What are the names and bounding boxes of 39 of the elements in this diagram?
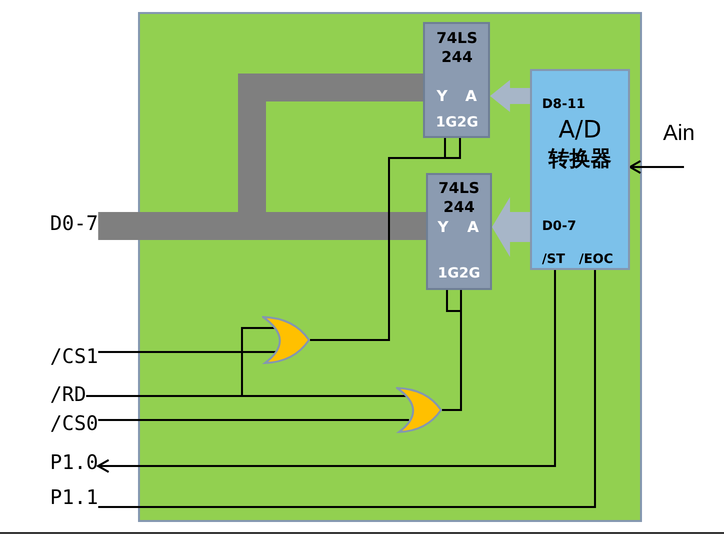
arrow <box>629 160 684 174</box>
signal-line <box>98 270 596 508</box>
buffer-chip <box>423 22 490 138</box>
signal-line <box>86 395 242 397</box>
data-bus <box>98 212 252 240</box>
chip-label: 74LS 244 <box>435 28 479 66</box>
pin-label: D0-7 <box>542 219 576 235</box>
signal-line <box>98 351 277 353</box>
pin-label: /ST <box>542 252 565 268</box>
arrow <box>97 270 556 473</box>
or-gate-symbol <box>262 316 310 364</box>
signal-label: Ain <box>663 120 695 146</box>
data-bus <box>252 212 426 240</box>
pin-label: A <box>465 87 477 105</box>
pin-label: 1G2G <box>438 266 480 282</box>
signal-line <box>241 327 276 396</box>
signal-label: /CS0 <box>50 411 98 435</box>
pin-label: Y <box>436 87 448 105</box>
signal-label: /RD <box>50 382 86 406</box>
converter-chip <box>530 69 630 270</box>
block-arrow <box>490 80 530 112</box>
pin-label: 1G2G <box>436 114 478 132</box>
signal-label: P1.0 <box>50 450 98 474</box>
converter-title: 转换器 <box>548 146 612 172</box>
pin-label: D8-11 <box>542 97 586 113</box>
pin-label: /EOC <box>579 252 614 268</box>
converter-title: A/D <box>558 116 602 144</box>
signal-line <box>309 137 461 341</box>
buffer-chip <box>426 173 492 290</box>
signal-label: /CS1 <box>50 344 98 368</box>
pin-label: A <box>467 218 479 236</box>
signal-line <box>441 289 462 411</box>
signal-label: P1.1 <box>50 485 98 509</box>
signal-line <box>98 419 409 421</box>
signal-label: D0-7 <box>50 211 98 235</box>
chip-label: 74LS 244 <box>437 179 481 217</box>
or-gate-symbol <box>396 387 442 433</box>
block-arrow <box>492 197 530 257</box>
pin-label: Y <box>438 218 448 236</box>
